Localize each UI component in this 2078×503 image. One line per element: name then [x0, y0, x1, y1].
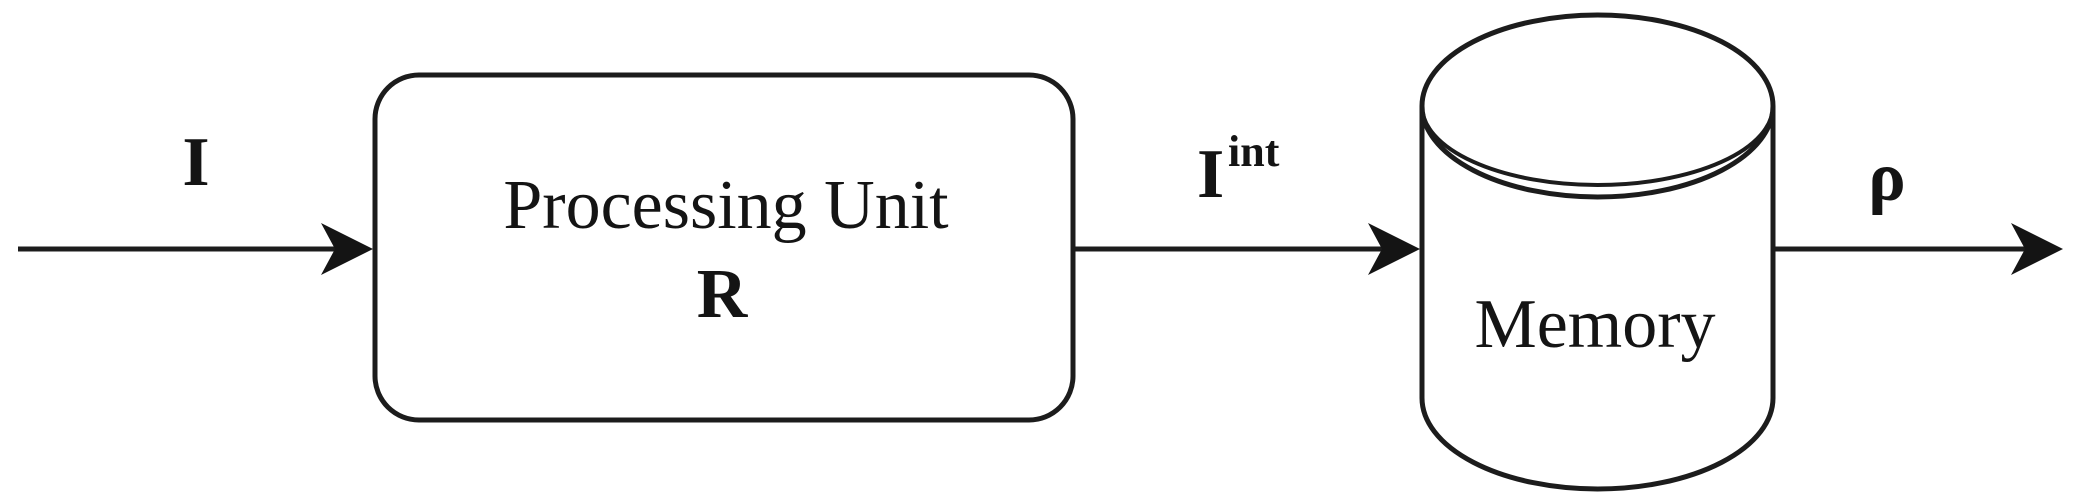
- node-memory: Memory: [1419, 12, 1776, 492]
- output-arrowhead-icon: [2011, 223, 2063, 275]
- processing-unit-label: Processing Unit: [503, 167, 949, 244]
- memory-label: Memory: [1474, 286, 1715, 363]
- intermediate-edge-label-base: I: [1197, 136, 1224, 213]
- edge-output: ρ: [1773, 139, 2063, 275]
- memory-cylinder-inner-rim: [1420, 105, 1775, 187]
- intermediate-arrowhead-icon: [1368, 223, 1420, 275]
- processing-unit-box: [372, 72, 1076, 423]
- edge-intermediate: I int: [1073, 127, 1420, 275]
- input-arrowhead-icon: [321, 223, 373, 275]
- edge-input: I: [18, 124, 373, 275]
- memory-cylinder-top: [1419, 12, 1776, 200]
- processing-unit-sublabel: R: [697, 256, 749, 333]
- memory-cylinder-body: [1419, 106, 1776, 492]
- input-edge-label: I: [182, 124, 209, 201]
- intermediate-edge-label-superscript: int: [1228, 127, 1280, 176]
- output-edge-label: ρ: [1868, 139, 1905, 216]
- node-processing-unit: Processing Unit R: [372, 72, 1076, 423]
